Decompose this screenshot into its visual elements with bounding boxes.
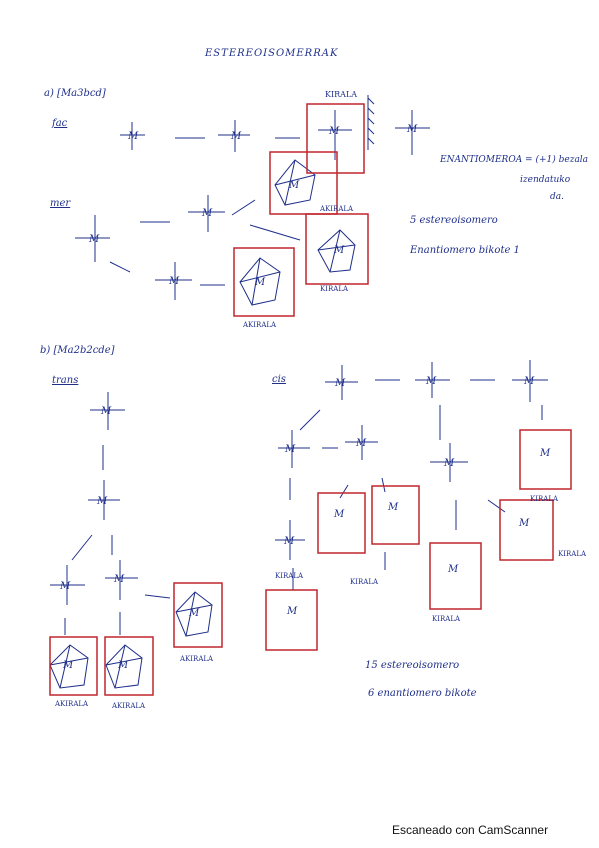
kirala-label-top: KIRALA: [325, 90, 358, 99]
svg-text:M: M: [230, 131, 242, 142]
section-a-heading: a) [Ma3bcd]: [44, 88, 106, 99]
svg-text:M: M: [539, 448, 551, 459]
svg-text:M: M: [518, 518, 530, 529]
svg-text:M: M: [283, 536, 295, 547]
enantiomer-note-line-3: da.: [550, 192, 564, 202]
svg-text:M: M: [355, 438, 367, 449]
section-a-summary-2: Enantiomero bikote 1: [410, 245, 520, 256]
svg-text:M: M: [288, 180, 300, 191]
svg-text:M: M: [113, 574, 125, 585]
akirala-b-1: AKIRALA: [55, 700, 89, 708]
svg-text:M: M: [286, 606, 298, 617]
akirala-label-1: AKIRALA: [320, 205, 354, 213]
svg-text:M: M: [127, 131, 139, 142]
section-b-summary-2: 6 enantiomero bikote: [368, 688, 477, 699]
trans-label: trans: [52, 375, 79, 386]
cis-label: cis: [272, 374, 286, 385]
svg-text:M: M: [201, 208, 213, 219]
kirala-b-1: KIRALA: [530, 495, 559, 503]
svg-text:M: M: [62, 660, 74, 671]
svg-text:M: M: [443, 458, 455, 469]
svg-text:M: M: [88, 234, 100, 245]
svg-text:M: M: [254, 277, 266, 288]
section-b-heading: b) [Ma2b2cde]: [40, 345, 115, 356]
enantiomer-note-line-2: izendatuko: [520, 175, 571, 185]
svg-text:M: M: [334, 378, 346, 389]
svg-text:M: M: [117, 660, 129, 671]
akirala-b-3: AKIRALA: [180, 655, 214, 663]
page-title: ESTEREOISOMERRAK: [205, 48, 339, 59]
section-b-summary-1: 15 estereoisomero: [365, 660, 460, 671]
section-a-summary-1: 5 estereoisomero: [410, 215, 498, 226]
svg-text:M: M: [59, 581, 71, 592]
svg-text:M: M: [333, 245, 345, 256]
svg-text:M: M: [406, 124, 418, 135]
fac-label: fac: [52, 118, 68, 129]
svg-text:M: M: [447, 564, 459, 575]
scanner-footer: Escaneado con CamScanner: [392, 823, 549, 837]
kirala-b-4: KIRALA: [432, 615, 461, 623]
akirala-b-2: AKIRALA: [112, 702, 146, 710]
svg-text:M: M: [387, 502, 399, 513]
svg-text:M: M: [168, 276, 180, 287]
svg-text:M: M: [333, 509, 345, 520]
svg-text:M: M: [188, 608, 200, 619]
svg-text:M: M: [96, 496, 108, 507]
kirala-b-5: KIRALA: [275, 572, 304, 580]
svg-text:M: M: [284, 444, 296, 455]
mer-label: mer: [50, 198, 71, 209]
kirala-b-2: KIRALA: [558, 550, 587, 558]
akirala-label-2: AKIRALA: [243, 321, 277, 329]
svg-text:M: M: [328, 126, 340, 137]
svg-text:M: M: [425, 376, 437, 387]
svg-text:M: M: [523, 376, 535, 387]
kirala-label-mid: KIRALA: [320, 285, 349, 293]
kirala-b-3: KIRALA: [350, 578, 379, 586]
enantiomer-note-line-1: ENANTIOMEROA = (+1) bezala: [440, 155, 589, 165]
svg-text:M: M: [100, 406, 112, 417]
